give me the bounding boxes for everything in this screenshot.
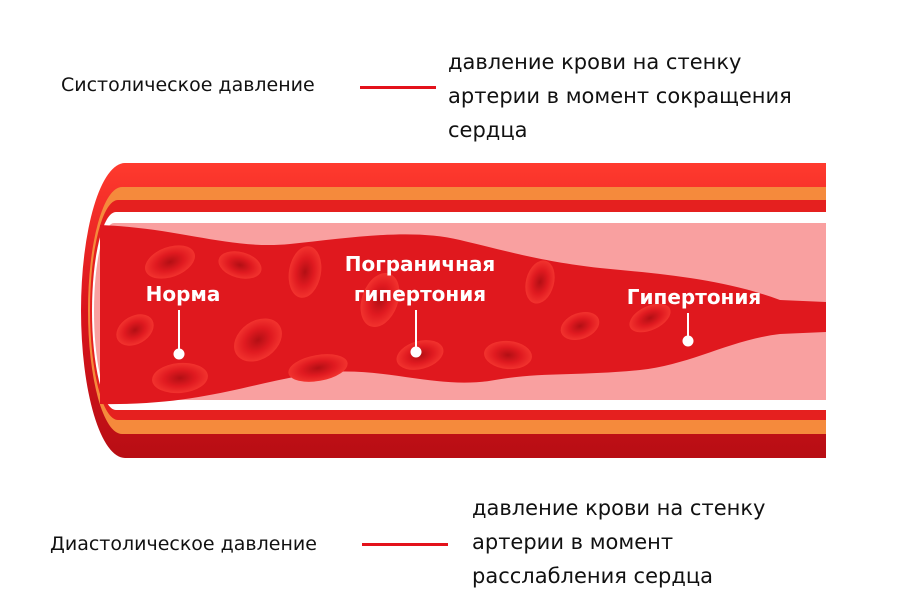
stage-hypertension-marker: Гипертония	[627, 285, 761, 347]
blood-cell	[525, 260, 555, 304]
blood-cell	[145, 245, 195, 279]
blood-cell	[288, 354, 348, 382]
stage-borderline-label-line2: гипертония	[354, 282, 486, 306]
stage-hypertension-dot	[682, 335, 694, 347]
systolic-connector-line	[360, 86, 436, 89]
systolic-definition-line-3: сердца	[448, 118, 528, 142]
stage-borderline-dot	[410, 346, 422, 358]
systolic-pressure-term: Систолическое давление	[61, 74, 315, 96]
blood-cell	[560, 311, 600, 341]
blood-cell	[218, 251, 262, 279]
systolic-definition-line-2: артерии в момент сокращения	[448, 84, 792, 108]
diastolic-definition-line-1: давление крови на стенку	[472, 496, 766, 520]
diastolic-connector-line	[362, 543, 448, 546]
stage-normal-label: Норма	[146, 282, 221, 306]
diastolic-pressure-definition: давление крови на стенку артерии в момен…	[472, 491, 892, 593]
red-blood-cells	[116, 245, 671, 394]
blood-cell	[484, 340, 532, 370]
diastolic-definition-line-2: артерии в момент	[472, 530, 674, 554]
blood-cell	[288, 246, 322, 298]
stage-normal-marker: Норма	[146, 282, 221, 360]
stage-borderline-label-line1: Пограничная	[345, 252, 495, 276]
blood-cell	[152, 362, 208, 394]
artery-illustration: Норма Пограничная гипертония Гипертония	[81, 163, 827, 458]
blood-cell	[360, 272, 400, 328]
blood-cell	[116, 314, 154, 346]
systolic-definition-line-1: давление крови на стенку	[448, 50, 742, 74]
blood-stream	[100, 225, 826, 405]
diastolic-pressure-term: Диастолическое давление	[50, 533, 317, 555]
diastolic-definition-line-3: расслабления сердца	[472, 564, 714, 588]
stage-borderline-marker: Пограничная гипертония	[345, 252, 495, 358]
blood-cell	[234, 318, 282, 362]
stage-hypertension-label: Гипертония	[627, 285, 761, 309]
systolic-pressure-definition: давление крови на стенку артерии в момен…	[448, 45, 868, 147]
stage-normal-dot	[173, 348, 185, 360]
blood-cell	[629, 303, 671, 333]
